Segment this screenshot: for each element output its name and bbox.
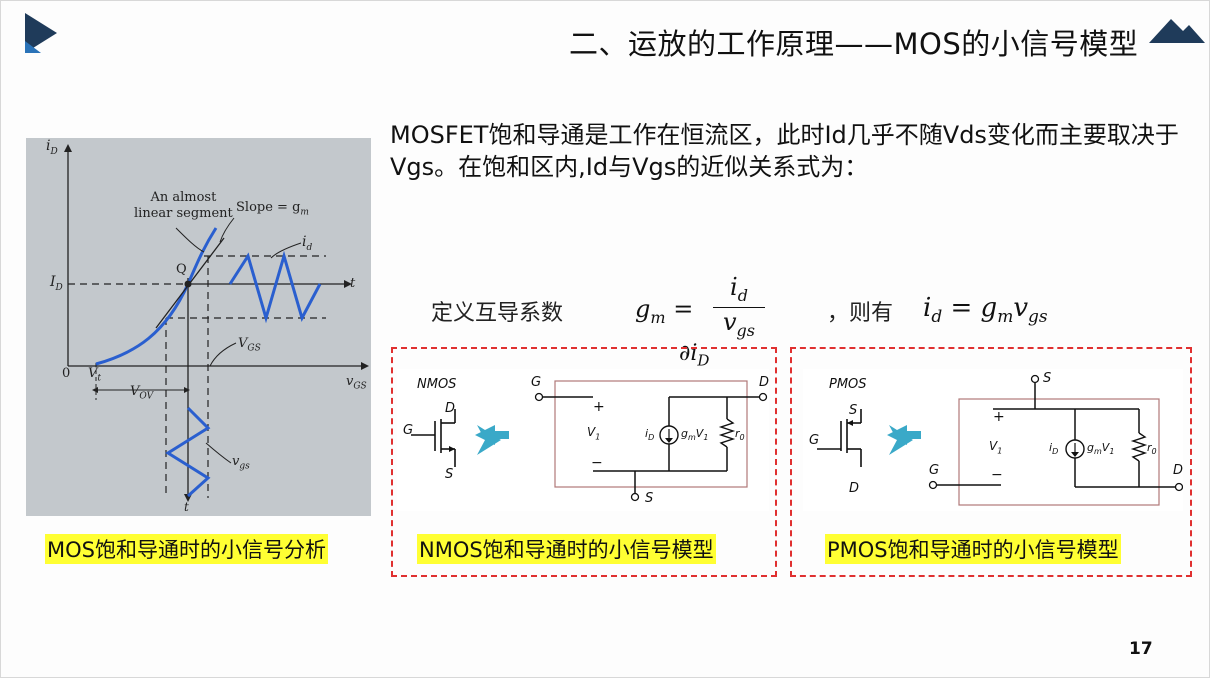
pmos-model-G-label: G — [929, 463, 940, 478]
pmos-model-D-label: D — [1173, 463, 1184, 478]
nmos-circuit-lines — [411, 380, 768, 502]
nmos-minus: − — [591, 455, 603, 471]
pmos-circuit-lines — [817, 374, 1183, 506]
pmos-gmV1-label: gmV1 — [1087, 441, 1115, 457]
iD-axis-label: iD — [46, 138, 58, 157]
vgs-signal-label: vgs — [232, 454, 250, 472]
graph-lines — [64, 144, 369, 502]
nmos-title: NMOS — [417, 377, 457, 392]
nmos-V1-label: V1 — [587, 425, 601, 442]
nmos-gmV1-label: gmV1 — [681, 427, 709, 443]
nmos-G-label: G — [403, 423, 414, 438]
ID-label: ID — [50, 274, 63, 293]
mountain-icon — [1149, 19, 1205, 43]
nmos-D-label: D — [445, 401, 456, 416]
VGS-label: VGS — [238, 336, 261, 354]
nmos-iD-label: iD — [645, 427, 655, 443]
caption-nmos-model: NMOS饱和导通时的小信号模型 — [417, 534, 716, 564]
pmos-model-frame — [790, 347, 1192, 577]
logo-triangle-icon — [25, 13, 57, 53]
pmos-diagram: PMOS S G D S G D + − V1 iD gmV1 r0 — [803, 369, 1183, 511]
Vt-label: Vt — [88, 366, 102, 384]
pmos-iD-label: iD — [1049, 441, 1059, 457]
pmos-V1-label: V1 — [989, 439, 1003, 456]
nmos-model-D-label: D — [759, 375, 770, 390]
slope-label: Slope = gm — [236, 200, 309, 218]
definition-connector: ，则有 — [827, 301, 894, 326]
id-signal-label: id — [302, 234, 313, 253]
id-equation: id = gmvgs — [923, 293, 1048, 328]
vGS-axis-label: vGS — [346, 374, 367, 392]
VOV-label: VOV — [130, 384, 154, 402]
caption-pmos-model: PMOS饱和导通时的小信号模型 — [825, 534, 1121, 564]
nmos-r0-label: r0 — [735, 427, 745, 443]
page-number: 17 — [1129, 639, 1153, 659]
pmos-G-label: G — [809, 433, 820, 448]
pmos-D-label: D — [849, 481, 860, 496]
pmos-S-label: S — [849, 403, 858, 418]
page-title: 二、运放的工作原理——MOS的小信号模型 — [569, 27, 1139, 61]
Q-point-label: Q — [176, 262, 187, 277]
pmos-r0-label: r0 — [1147, 441, 1157, 457]
pmos-minus: − — [991, 467, 1003, 483]
pmos-plus: + — [993, 409, 1005, 425]
pmos-title: PMOS — [829, 377, 867, 392]
origin-label: 0 — [62, 366, 71, 381]
t-axis-label: t — [350, 276, 356, 291]
nmos-plus: + — [593, 399, 605, 415]
nmos-S-label: S — [445, 467, 454, 482]
caption-mos-analysis: MOS饱和导通时的小信号分析 — [45, 534, 328, 564]
nmos-model-S-label: S — [645, 491, 654, 506]
t-axis-bottom-label: t — [184, 500, 189, 514]
nmos-model-G-label: G — [531, 375, 542, 390]
gm-symbol: gm = — [635, 295, 694, 327]
pmos-model-S-label: S — [1043, 371, 1052, 386]
intro-paragraph: MOSFET饱和导通是工作在恒流区，此时Id几乎不随Vds变化而主要取决于Vgs… — [390, 121, 1179, 181]
definition-prefix: 定义互导系数 — [431, 301, 564, 326]
nmos-model-frame — [391, 347, 777, 577]
nmos-diagram: NMOS D G S G D S + − V1 iD gmV1 r0 — [397, 369, 769, 511]
gm-fraction: id vgs — [713, 273, 765, 340]
